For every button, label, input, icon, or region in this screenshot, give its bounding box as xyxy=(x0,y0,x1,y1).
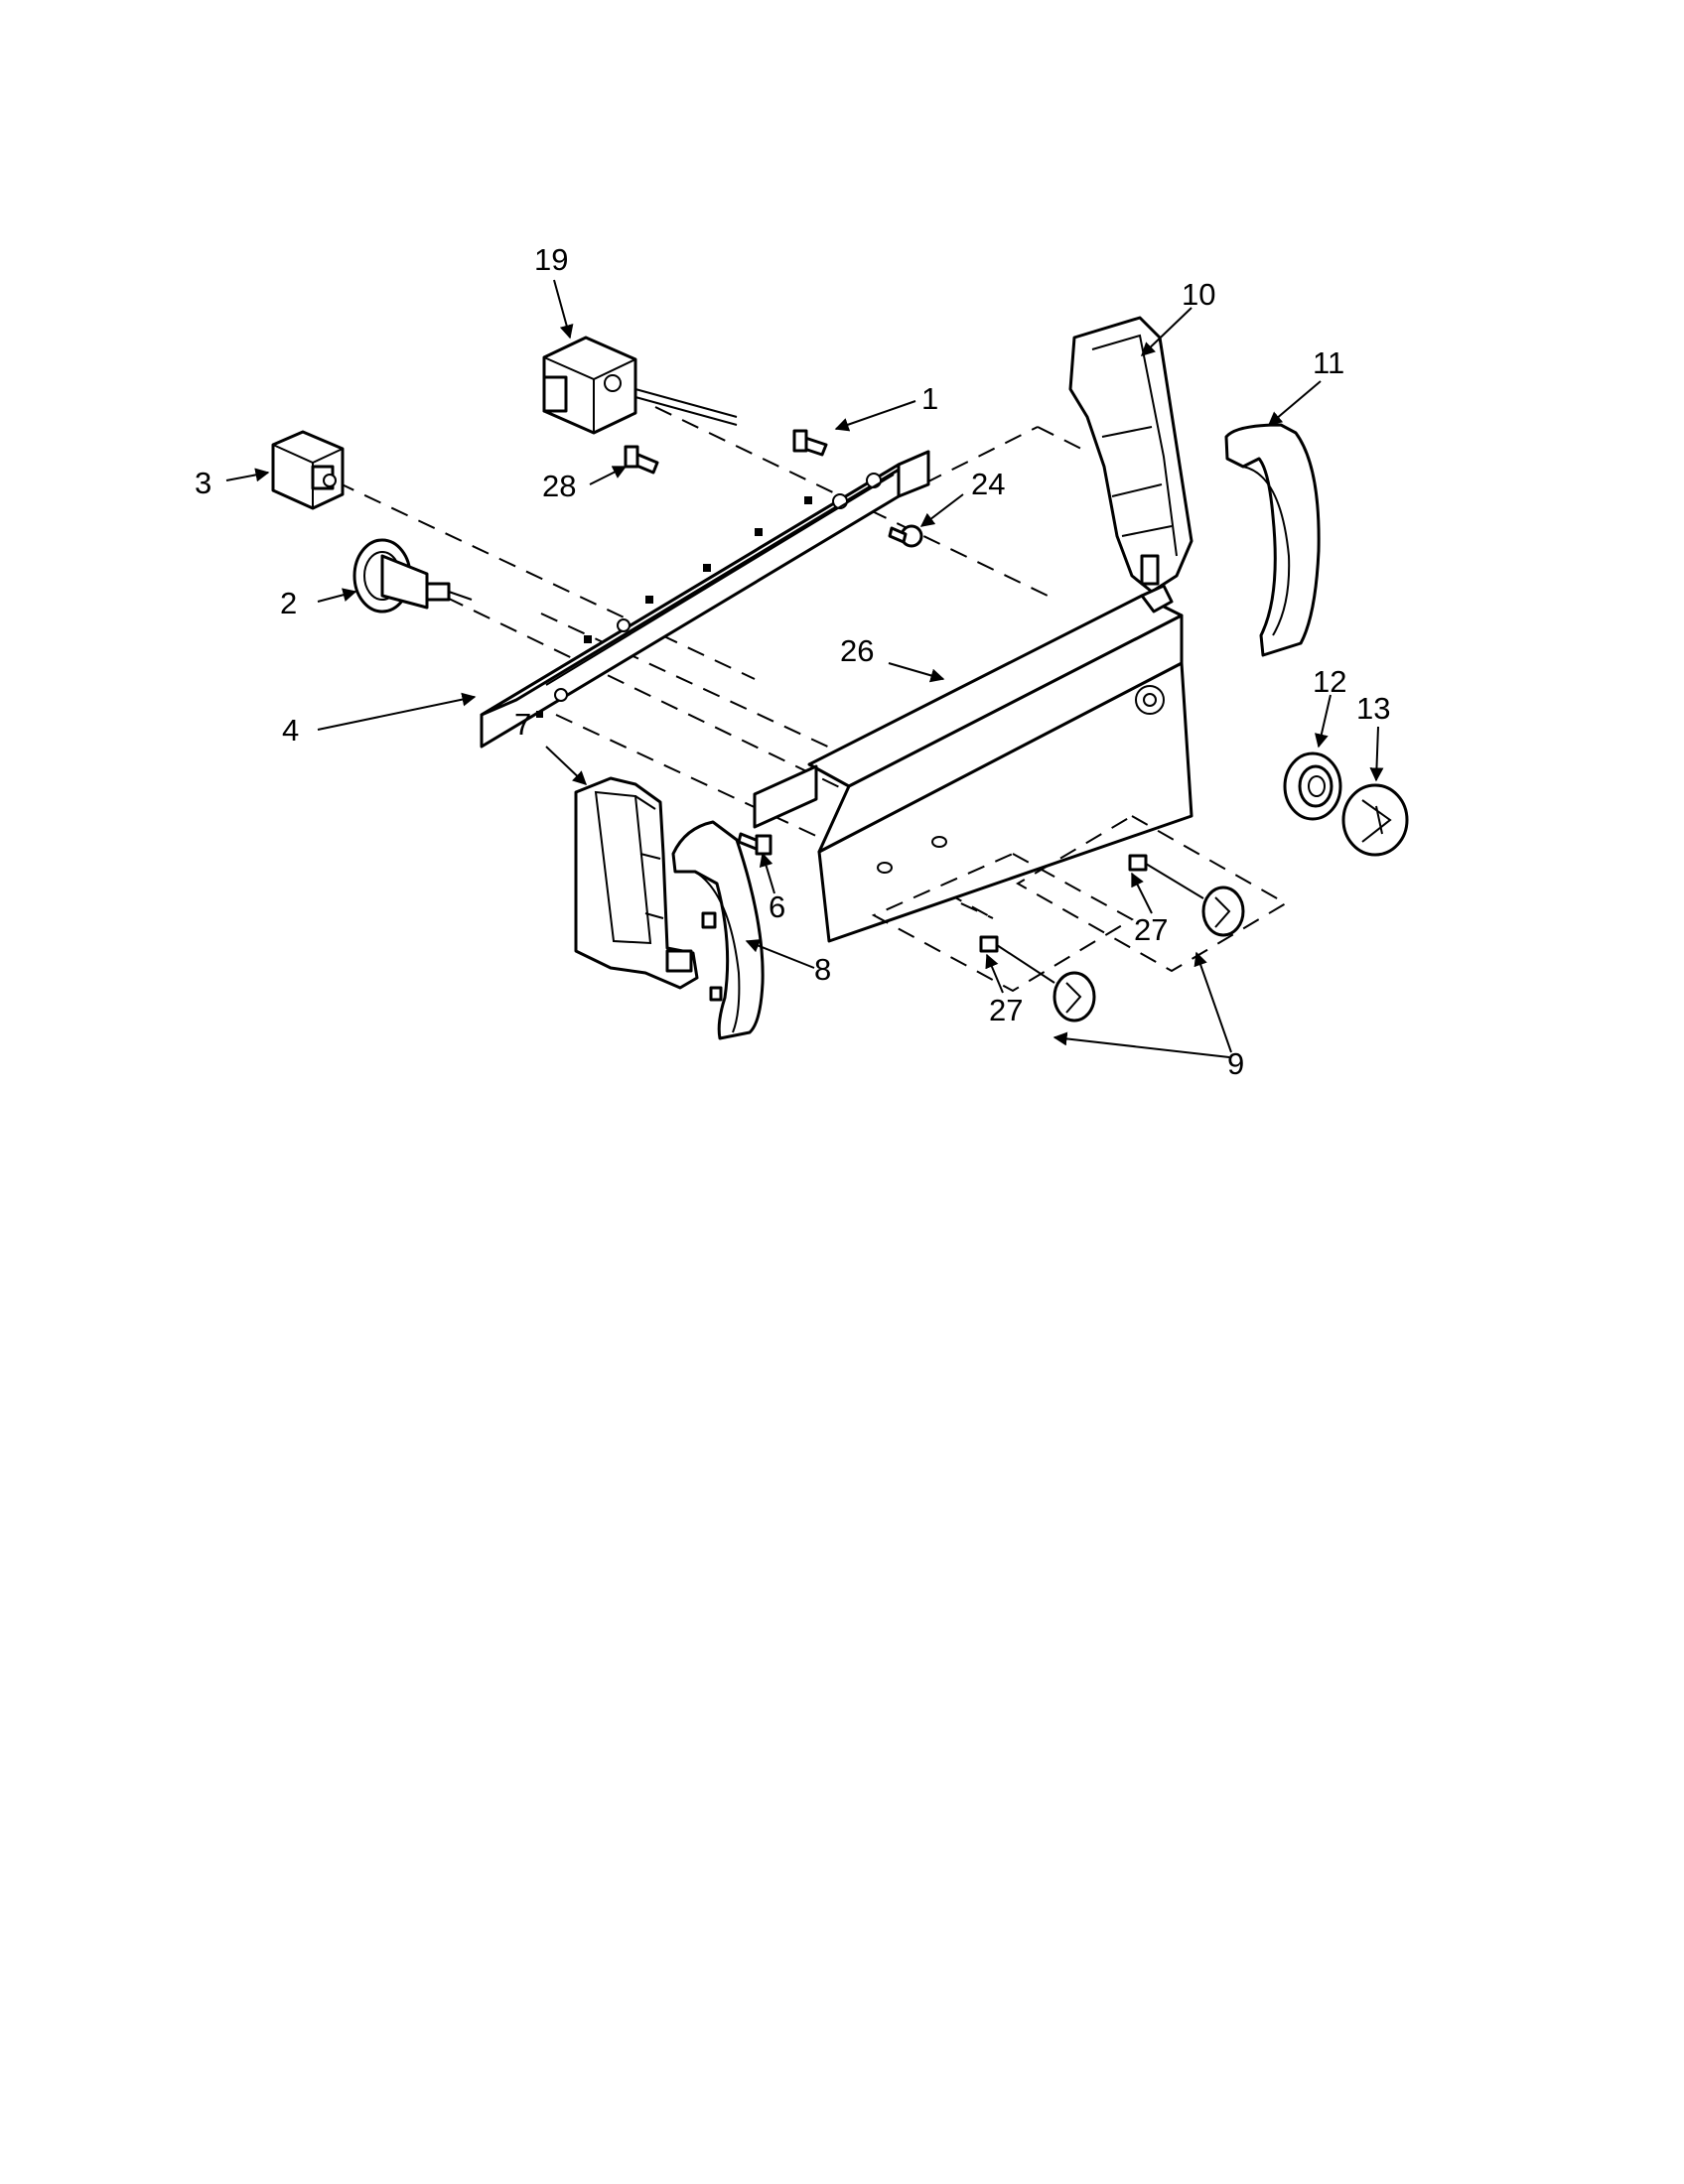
callout-7: 7 xyxy=(514,707,531,742)
callout-13: 13 xyxy=(1356,691,1390,726)
callout-6: 6 xyxy=(769,889,785,924)
callout-3: 3 xyxy=(195,466,211,500)
callout-9: 9 xyxy=(1227,1046,1244,1081)
part-24-screw xyxy=(888,524,923,548)
part-3-switch xyxy=(271,430,345,510)
part-11-end-cap-trim-right xyxy=(1224,423,1321,657)
callout-27-lower: 27 xyxy=(989,993,1023,1027)
part-12-knob-bezel xyxy=(1283,751,1342,821)
part-2-rotary-switch xyxy=(352,538,473,614)
part-7-end-cap-left xyxy=(574,776,699,990)
bracket-holes xyxy=(536,473,882,718)
part-9-knob-kit xyxy=(871,814,1288,1023)
callout-1: 1 xyxy=(921,381,938,416)
callout-8: 8 xyxy=(814,952,831,987)
callout-26: 26 xyxy=(840,633,874,668)
part-10-end-cap-right xyxy=(1068,316,1193,594)
callout-4: 4 xyxy=(282,713,299,748)
callout-2: 2 xyxy=(280,586,297,620)
knob-kit-lower xyxy=(979,935,1096,1023)
callout-28: 28 xyxy=(542,469,576,503)
knob-kit-upper xyxy=(1128,854,1245,937)
leader-arrows xyxy=(225,279,1384,1058)
callout-11: 11 xyxy=(1313,345,1344,380)
part-6-screw xyxy=(737,832,772,856)
part-19-control-switch xyxy=(542,336,738,435)
callout-27-upper: 27 xyxy=(1134,912,1168,947)
callout-10: 10 xyxy=(1182,277,1215,312)
callout-labels: 19 1 3 28 24 2 4 26 7 10 11 12 13 6 8 27… xyxy=(195,242,1390,1081)
part-28-screw xyxy=(624,445,659,475)
part-13-knob xyxy=(1341,783,1409,857)
callout-19: 19 xyxy=(534,242,568,277)
part-26-console-panel xyxy=(753,584,1193,943)
callout-24: 24 xyxy=(971,467,1005,501)
part-8-end-cap-trim-left xyxy=(671,820,765,1040)
part-4-console-bracket xyxy=(480,450,930,749)
callout-12: 12 xyxy=(1313,664,1346,699)
part-1-screw xyxy=(792,429,828,457)
